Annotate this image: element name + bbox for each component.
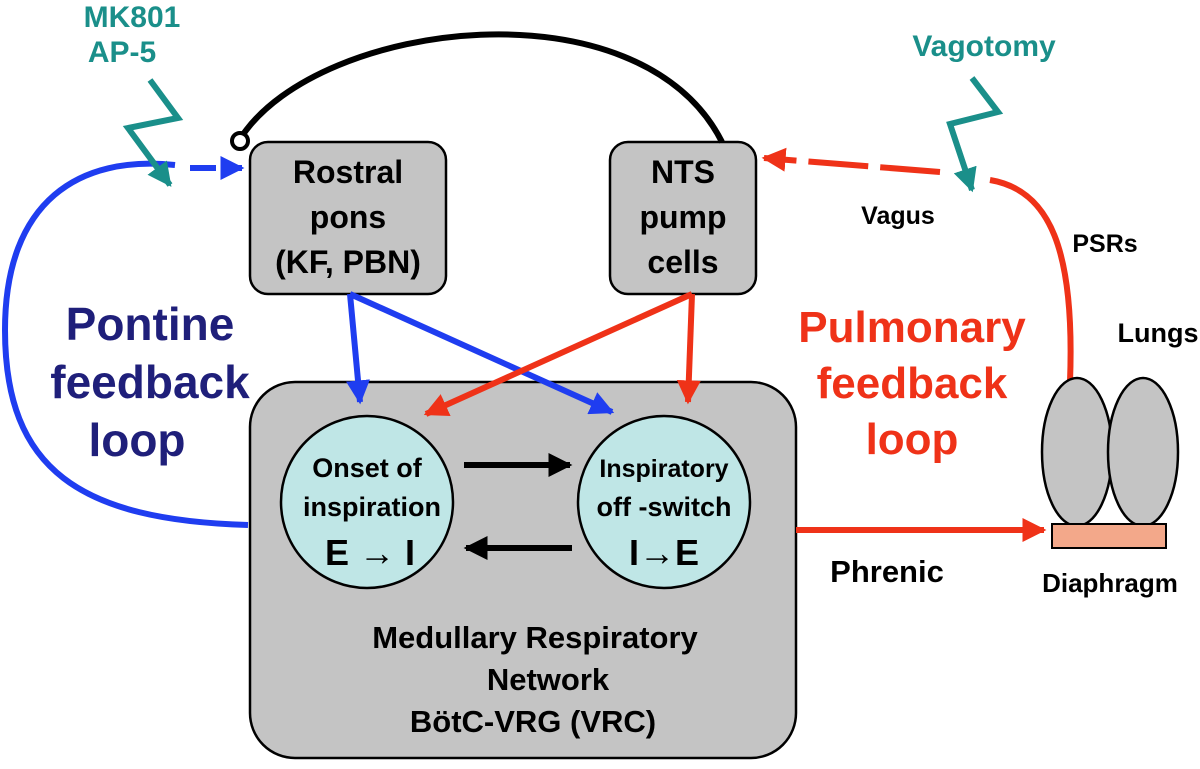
pulmonary-loop-line2: feedback	[817, 359, 1008, 408]
onset-circle	[279, 414, 455, 590]
network-line1: Medullary Respiratory	[372, 620, 698, 655]
diaphragm-label: Diaphragm	[1042, 568, 1178, 598]
offswitch-circle	[576, 414, 752, 590]
onset-line3: E → I	[325, 532, 415, 573]
rostral-pons-box	[248, 140, 448, 296]
network-line3: BötC-VRG (VRC)	[410, 704, 656, 739]
nts-box	[608, 140, 758, 296]
vagus-label: Vagus	[861, 202, 935, 230]
drug-lightning-icon	[122, 78, 184, 187]
drug-label-2: AP-5	[88, 36, 156, 69]
pons-to-onset-arrow	[346, 293, 370, 405]
pontine-loop-line3: loop	[88, 414, 185, 466]
rostral-pons-line3: (KF, PBN)	[275, 244, 421, 280]
network-line2: Network	[487, 662, 610, 697]
offswitch-line1: Inspiratory	[599, 455, 728, 483]
pulmonary-loop-line3: loop	[866, 415, 959, 464]
offswitch-line3: I→E	[629, 532, 699, 573]
pulmonary-loop-line1: Pulmonary	[798, 303, 1026, 352]
lungs-label: Lungs	[1118, 318, 1199, 348]
onset-line2: inspiration	[303, 492, 441, 522]
phrenic-label: Phrenic	[830, 554, 944, 589]
right-lung	[1106, 376, 1180, 528]
psrs-label: PSRs	[1072, 230, 1137, 258]
vagotomy-label: Vagotomy	[912, 30, 1056, 63]
rostral-pons-line1: Rostral	[293, 154, 403, 190]
diaphragm-bar	[1051, 523, 1167, 549]
nts-to-pons-curve	[239, 31, 725, 144]
pontine-loop-line1: Pontine	[66, 298, 235, 350]
rostral-pons-line2: pons	[310, 199, 386, 235]
pulmonary-loop-line	[989, 177, 1074, 383]
onset-line1: Onset of	[312, 453, 423, 483]
offswitch-line2: off -switch	[597, 492, 732, 522]
vagotomy-lightning-icon	[946, 76, 1004, 193]
left-lung	[1040, 376, 1114, 528]
nts-to-offswitch-arrow	[676, 293, 701, 405]
nts-line1: NTS	[651, 154, 715, 190]
pontine-loop-line2: feedback	[50, 356, 250, 408]
nts-line3: cells	[647, 244, 718, 280]
nts-line2: pump	[639, 199, 726, 235]
pontine-loop-line	[1, 160, 249, 528]
vagus-arrow	[761, 147, 941, 175]
pons-inhibitory-dot	[230, 131, 250, 151]
drug-label-1: MK801	[84, 1, 181, 34]
nts-to-onset-arrow	[423, 291, 694, 417]
pons-to-offswitch-arrow	[348, 291, 615, 415]
